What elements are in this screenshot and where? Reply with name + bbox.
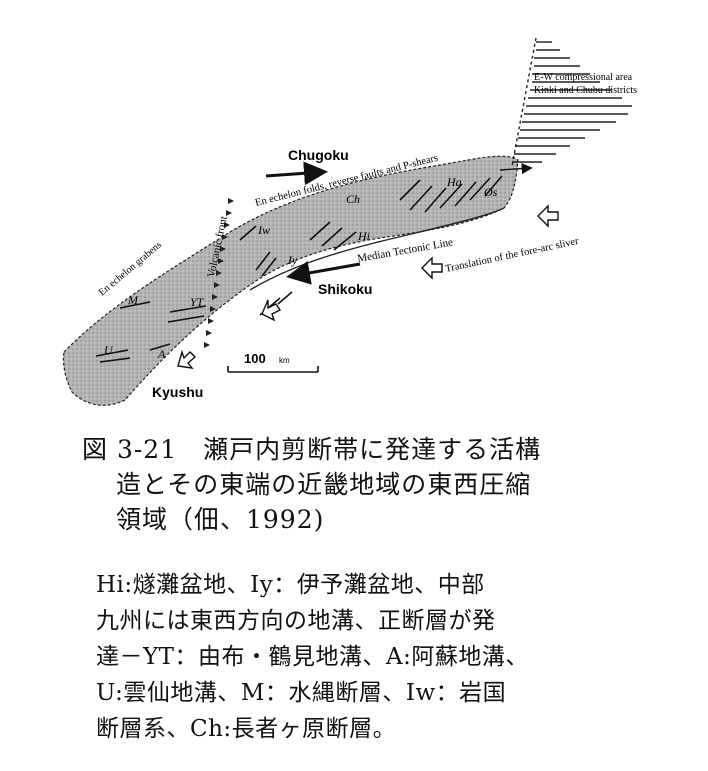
label-hi: Hi	[357, 229, 370, 243]
note-line-5: 断層系、Ch:長者ヶ原断層。	[96, 716, 397, 742]
scale-bar	[227, 366, 319, 373]
label-ch: Ch	[346, 192, 360, 206]
shear-zone-map: 100 km E-W compressional area Kinki and …	[62, 37, 637, 406]
label-ha: Ha	[446, 175, 462, 189]
label-iy: Iy	[287, 253, 298, 267]
caption-line-1: 図 3-21 瀬戸内剪断帯に発達する活構	[82, 435, 542, 464]
volcanic-front-markers	[204, 198, 234, 348]
ew-compressional-area-hatching	[511, 37, 632, 167]
note-line-2: 九州には東西方向の地溝、正断層が発	[96, 608, 496, 634]
note-line-3: 達－YT：由布・鶴見地溝、A:阿蘇地溝、	[96, 644, 529, 670]
note-line-1: Hi:燧灘盆地、Iy：伊予灘盆地、中部	[96, 572, 485, 598]
figure-caption: 図 3-21 瀬戸内剪断帯に発達する活構 造とその東端の近畿地域の東西圧縮 領域…	[82, 432, 642, 537]
median-tectonic-line-label: Median Tectonic Line	[356, 236, 454, 265]
label-m: M	[127, 293, 139, 307]
kyushu-label: Kyushu	[152, 384, 203, 400]
label-yt: YT	[190, 295, 205, 309]
shear-zone-band	[62, 155, 519, 406]
shikoku-shear-arrow	[286, 261, 361, 285]
chugoku-label: Chugoku	[288, 147, 349, 163]
eastward-arrow	[499, 162, 533, 175]
scale-unit: km	[279, 356, 290, 365]
ew-area-label-1: E-W compressional area	[534, 72, 633, 83]
translation-arrows	[177, 204, 559, 369]
note-line-4: U:雲仙地溝、M：水縄断層、Iw：岩国	[96, 680, 507, 706]
label-a: A	[157, 347, 166, 361]
caption-line-3: 領域（佃、1992)	[116, 505, 325, 534]
chugoku-shear-arrow	[265, 161, 328, 186]
figure-note: Hi:燧灘盆地、Iy：伊予灘盆地、中部 九州には東西方向の地溝、正断層が発 達－…	[96, 567, 656, 747]
fault-traces	[95, 175, 503, 363]
label-os: Os	[484, 185, 498, 199]
ew-area-label-2: Kinki and Chubu districts	[534, 85, 637, 96]
scale-value: 100	[244, 351, 266, 366]
label-iw: Iw	[257, 223, 270, 237]
label-u: U	[104, 343, 114, 357]
shikoku-label: Shikoku	[318, 281, 372, 297]
caption-line-2: 造とその東端の近畿地域の東西圧縮	[116, 470, 532, 499]
translation-label: Translation of the fore-arc sliver	[444, 236, 580, 275]
